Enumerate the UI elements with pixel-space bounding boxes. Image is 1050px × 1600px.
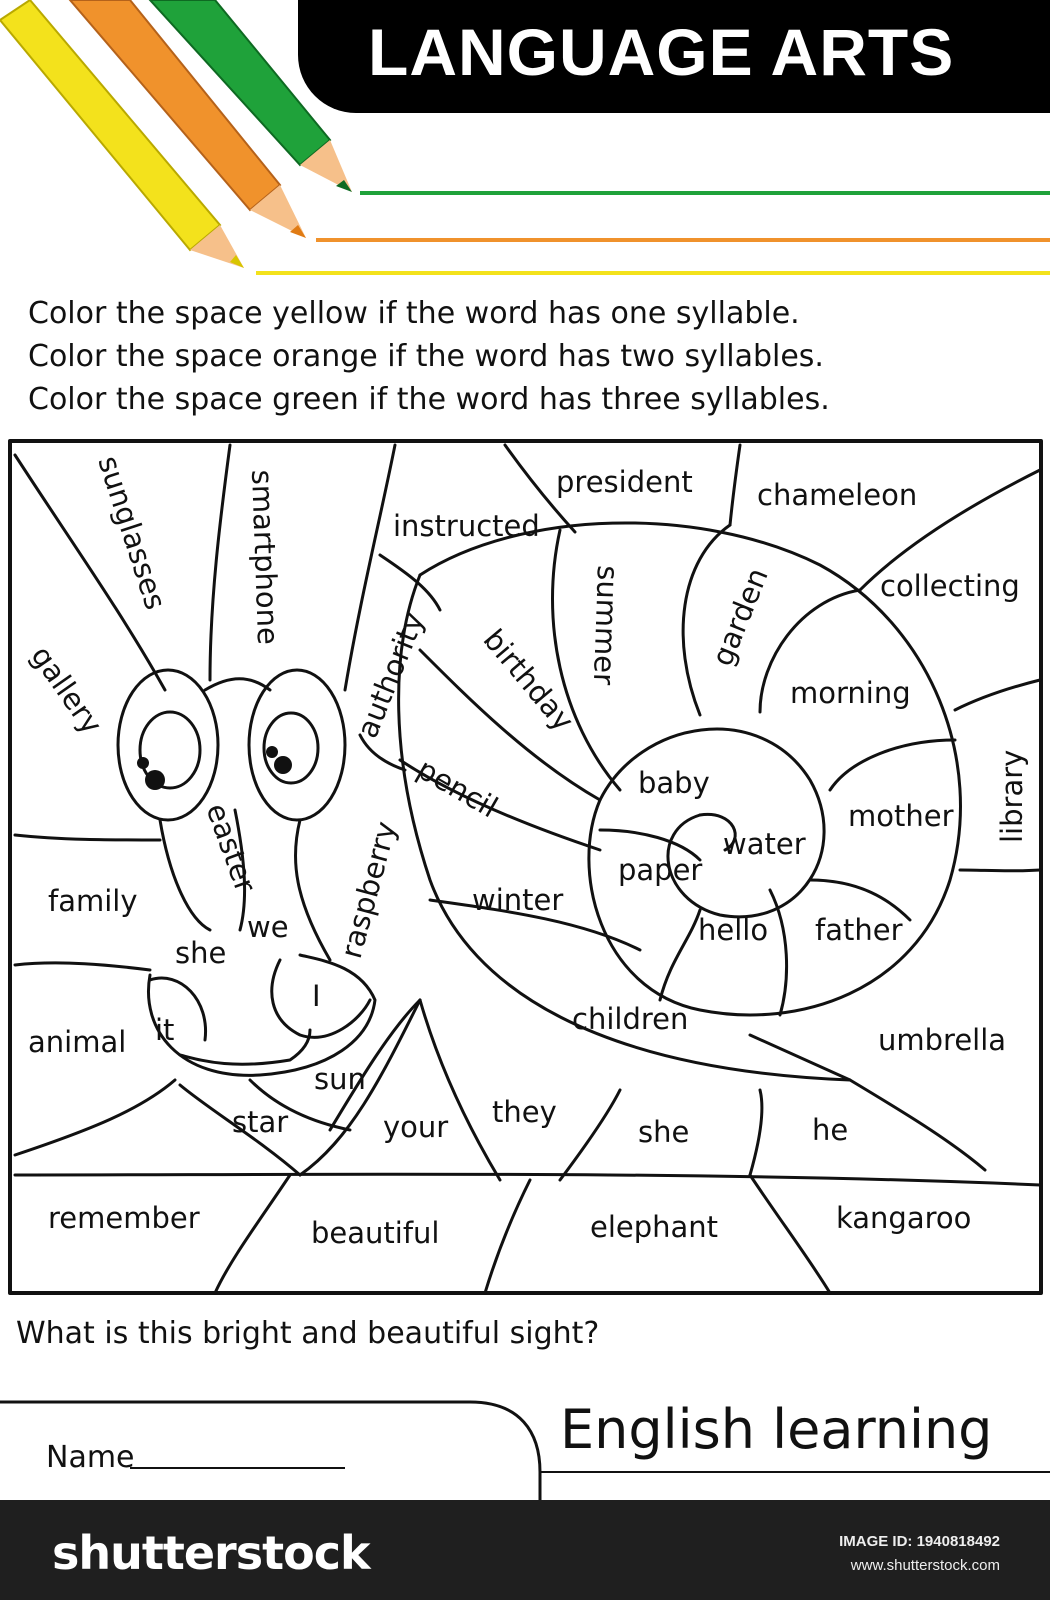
word-library: library [995, 750, 1029, 843]
green-pencil-icon [148, 0, 352, 192]
left-pupil [145, 770, 165, 790]
word-morning: morning [790, 676, 911, 710]
right-eye-outline [247, 668, 347, 822]
word-they: they [492, 1095, 557, 1129]
question-prompt: What is this bright and beautiful sight? [16, 1316, 600, 1351]
word-children: children [572, 1002, 688, 1036]
word-your: your [383, 1110, 448, 1144]
word-remember: remember [48, 1201, 200, 1235]
word-summer: summer [587, 565, 625, 686]
word-easter: easter [199, 799, 262, 897]
name-label: Name [46, 1440, 135, 1475]
title-banner [298, 0, 1050, 113]
word-mother: mother [848, 799, 954, 833]
instructions: Color the space yellow if the word has o… [28, 292, 830, 421]
word-instructed: instructed [393, 509, 540, 543]
word-beautiful: beautiful [311, 1216, 439, 1250]
pencils-illustration [0, 0, 352, 268]
page-title: LANGUAGE ARTS [368, 15, 955, 89]
shell-center [698, 812, 737, 852]
word-family: family [48, 884, 138, 918]
puzzle-outlines [8, 439, 1043, 1295]
word-president: president [556, 465, 693, 499]
footer-logo: shutterstock [52, 1526, 371, 1580]
left-eye-outline [116, 668, 220, 822]
word-hello: hello [698, 913, 768, 947]
snail-body-edge [397, 573, 852, 1082]
word-water: water [723, 827, 806, 861]
word-winter: winter [472, 883, 563, 917]
word-she-bottom: she [638, 1115, 689, 1149]
footer-bar: shutterstock IMAGE ID: 1940818492 www.sh… [0, 1500, 1050, 1600]
footer-url: www.shutterstock.com [850, 1557, 1000, 1574]
word-authority: authority [350, 607, 431, 742]
image-id: IMAGE ID: 1940818492 [839, 1533, 1000, 1550]
word-we: we [247, 910, 289, 944]
word-garden: garden [705, 563, 775, 671]
word-raspberry: raspberry [334, 818, 403, 962]
instruction-three-syllables: Color the space green if the word has th… [28, 382, 830, 417]
puzzle-border [8, 439, 1043, 1295]
word-i: I [312, 979, 321, 1013]
word-it: it [155, 1013, 174, 1047]
shell-inner-ring [598, 727, 826, 919]
word-pencil: pencil [412, 752, 504, 825]
instruction-one-syllable: Color the space yellow if the word has o… [28, 296, 800, 331]
green-line [360, 191, 1050, 195]
yellow-pencil-icon [0, 0, 244, 268]
yellow-line [256, 271, 1050, 275]
word-gallery: gallery [24, 640, 109, 741]
word-sun: sun [314, 1062, 366, 1096]
word-umbrella: umbrella [878, 1023, 1006, 1057]
orange-pencil-icon [68, 0, 306, 238]
word-star: star [232, 1105, 288, 1139]
word-animal: animal [28, 1025, 126, 1059]
bottom-panel-outline [0, 1400, 1050, 1502]
instruction-two-syllables: Color the space orange if the word has t… [28, 339, 824, 374]
word-she: she [175, 936, 226, 970]
footer-image-info: IMAGE ID: 1940818492 www.shutterstock.co… [839, 1530, 1000, 1578]
name-field[interactable] [130, 1440, 345, 1470]
shell-outer-ring [418, 521, 962, 1017]
word-paper: paper [618, 853, 702, 887]
right-pupil [274, 756, 292, 774]
word-he: he [812, 1113, 848, 1147]
word-baby: baby [638, 766, 710, 800]
brand-title: English learning [560, 1398, 993, 1461]
word-elephant: elephant [590, 1210, 718, 1244]
word-kangaroo: kangaroo [836, 1201, 971, 1235]
orange-line [316, 238, 1050, 242]
word-smartphone: smartphone [245, 469, 285, 645]
word-chameleon: chameleon [757, 478, 917, 512]
word-father: father [815, 913, 903, 947]
word-collecting: collecting [880, 569, 1020, 603]
